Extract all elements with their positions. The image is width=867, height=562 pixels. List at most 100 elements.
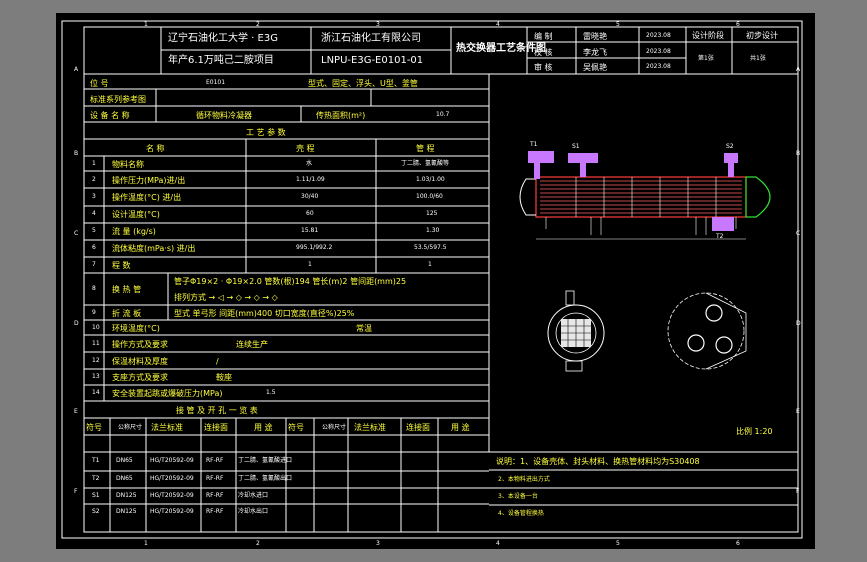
exchanger-type: 型式、固定、浮头、U型、釜管 (308, 79, 418, 88)
svg-text:3: 3 (376, 21, 380, 28)
ref-drawing: 标准系列参考图 (90, 95, 146, 104)
nozzle-header: 用 途 (254, 423, 273, 432)
row-tube: 100.0/60 (416, 193, 443, 200)
nozzle-header: 用 途 (451, 423, 470, 432)
svg-text:3: 3 (376, 540, 380, 547)
svg-text:1: 1 (144, 21, 148, 28)
nozzle-T1 (528, 151, 554, 163)
row-shell: 1.11/1.09 (296, 176, 325, 183)
note-2: 2、本物料进出方式 (498, 476, 550, 483)
label-S1: S1 (572, 143, 580, 150)
role-name-1: 李龙飞 (583, 48, 607, 57)
row-no: 5 (92, 227, 96, 234)
section-title: 工 艺 参 数 (246, 128, 286, 137)
ambient-label: 环境温度(°C) (112, 324, 160, 333)
svg-text:6: 6 (736, 21, 740, 28)
sheet-number: 第1张 (698, 55, 714, 62)
row-no: 1 (92, 160, 96, 167)
role-1: 校 核 (534, 48, 553, 57)
svg-text:5: 5 (616, 21, 620, 28)
svg-text:A: A (74, 66, 79, 73)
nozzle-header: 公称尺寸 (322, 424, 347, 431)
svg-text:C: C (74, 230, 78, 237)
area-value: 10.7 (436, 111, 450, 118)
tube-arrangement: 排列方式 → ◁ → ◇ → ◇ → ◇ (174, 293, 278, 302)
svg-text:1: 1 (144, 540, 148, 547)
row-no: 4 (92, 210, 96, 217)
row-no: 9 (92, 309, 96, 316)
col-shell: 壳 程 (296, 144, 315, 153)
svg-text:B: B (74, 150, 78, 157)
row-no: 11 (92, 340, 100, 347)
row-tube: 125 (426, 210, 438, 217)
drawing-number: LNPU-E3G-E0101-01 (321, 55, 424, 66)
row-shell: 1 (308, 261, 312, 268)
role-2: 审 核 (534, 63, 553, 72)
note-3: 3、本设备一台 (498, 493, 538, 500)
scale-label: 比例 1:20 (736, 427, 773, 436)
nozzle-std: HG/T20592-09 (150, 508, 194, 515)
row-no: 6 (92, 244, 96, 251)
row-name: 操作压力(MPa)进/出 (112, 176, 186, 185)
svg-text:4: 4 (496, 21, 500, 28)
nozzle-std: HG/T20592-09 (150, 475, 194, 482)
row-tube: 1.03/1.00 (416, 176, 445, 183)
row-tube: 1 (428, 261, 432, 268)
nozzle-size: DN125 (116, 508, 137, 515)
nozzle-symbol: S1 (92, 492, 100, 499)
svg-text:E: E (796, 408, 800, 415)
svg-text:B: B (796, 150, 800, 157)
row-value: / (216, 357, 219, 366)
svg-text:2: 2 (256, 540, 260, 547)
company-label: 浙江石油化工有限公司 (321, 33, 421, 44)
nozzle-S1 (568, 153, 598, 163)
row-no: 8 (92, 285, 96, 292)
nozzle-S2 (724, 153, 738, 163)
row-shell: 15.81 (301, 227, 319, 234)
baffle-label: 折 流 板 (112, 309, 142, 318)
nozzle-symbol: S2 (92, 508, 100, 515)
svg-text:A: A (796, 66, 801, 73)
exchange-tube-spec: 管子Φ19×2 · Φ19×2.0 管数(根)194 管长(m)2 管间距(mm… (174, 277, 407, 286)
nozzle-table-title: 接 管 及 开 孔 一 览 表 (176, 406, 258, 415)
col-tube: 管 程 (416, 144, 435, 153)
shell-body (535, 176, 747, 218)
role-date-1: 2023.08 (646, 48, 671, 55)
row-name: 设计温度(°C) (112, 210, 160, 219)
baffle-spec: 型式 单弓形 间距(mm)400 切口宽度(直径%)25% (174, 309, 355, 318)
row-no: 13 (92, 373, 100, 380)
row-name: 程 数 (112, 261, 131, 270)
row-shell: 水 (306, 160, 313, 167)
row-name: 物料名称 (112, 160, 144, 169)
label-S2: S2 (726, 143, 734, 150)
svg-text:F: F (74, 488, 78, 495)
svg-text:2: 2 (256, 21, 260, 28)
nozzle-symbol: T1 (92, 457, 100, 464)
role-0: 编 制 (534, 32, 553, 41)
area-label: 传热面积(m²) (316, 111, 366, 120)
drawing-title: 热交换器工艺条件图 (456, 43, 546, 54)
row-shell: 30/40 (301, 193, 319, 200)
nozzle-header: 连接面 (204, 423, 228, 432)
exchanger-elevation-view (519, 151, 771, 372)
stage-value: 初步设计 (746, 31, 778, 40)
nozzle-std: HG/T20592-09 (150, 457, 194, 464)
row-value: 鞍座 (216, 373, 232, 382)
nozzle-header: 公称尺寸 (118, 424, 143, 431)
row-no: 2 (92, 176, 96, 183)
equipment-label: 设 备 名 称 (90, 111, 130, 120)
sheet-total: 共1张 (750, 55, 766, 62)
svg-text:C: C (796, 230, 800, 237)
role-name-2: 吴佩艳 (583, 63, 607, 72)
ambient-value: 常温 (356, 324, 372, 333)
role-name-0: 雷晓艳 (583, 32, 607, 41)
nozzle-size: DN65 (116, 457, 133, 464)
note-4: 4、设备管程换热 (498, 510, 544, 517)
nozzle-orientation-view (667, 292, 747, 370)
exchange-tube-label: 换 热 管 (112, 285, 142, 294)
nozzle-header: 符号 (288, 423, 304, 432)
project-label: 年产6.1万吨己二胺项目 (168, 55, 274, 66)
row-no: 12 (92, 357, 100, 364)
nozzle-face: RF-RF (206, 457, 224, 464)
